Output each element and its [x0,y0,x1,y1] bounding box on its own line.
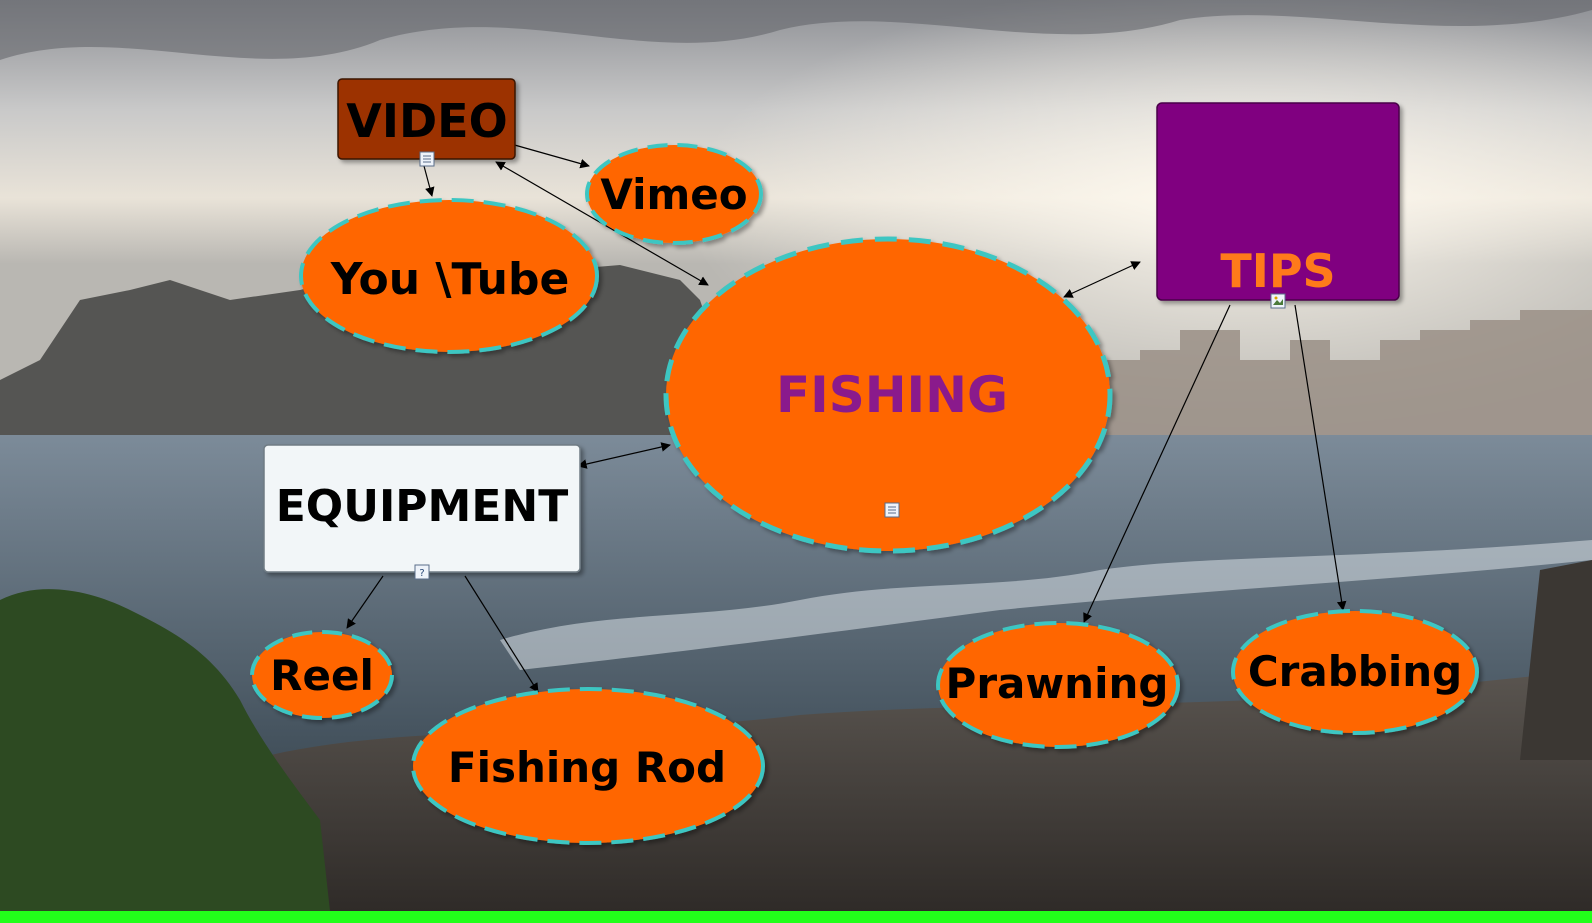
help-icon[interactable]: ? [414,564,430,580]
node-youtube-shape[interactable] [299,198,599,354]
node-video[interactable]: VIDEO [337,78,516,167]
node-vimeo-shape[interactable] [585,143,763,245]
node-tips-label: TIPS [1220,244,1335,298]
rocks [0,670,1592,911]
edge-tips-crabbing[interactable] [1294,304,1347,611]
note-icon[interactable] [884,502,900,518]
node-crabbing[interactable]: Crabbing [1231,609,1479,735]
node-tips[interactable]: TIPS [1156,102,1400,309]
node-reel[interactable]: Reel [250,630,394,720]
node-fishing[interactable]: FISHING [663,236,1113,554]
node-prawning[interactable]: Prawning [936,621,1180,749]
edge-fishing-tips[interactable] [1063,261,1141,298]
connectors [346,143,1347,693]
edge-video-youtube[interactable] [423,165,435,197]
node-equipment-label: EQUIPMENT [276,481,569,532]
node-prawning-shape[interactable] [936,621,1180,749]
node-vimeo[interactable]: Vimeo [585,143,763,245]
node-youtube-label: You \Tube [330,254,570,305]
svg-text:?: ? [419,568,424,579]
node-vimeo-label: Vimeo [600,170,747,219]
node-fishing-label: FISHING [776,366,1008,424]
clouds [0,0,1592,60]
note-icon[interactable] [419,151,435,167]
node-crabbing-label: Crabbing [1248,647,1462,696]
node-fishing-shape[interactable] [663,236,1113,554]
bottom-bar [0,911,1592,923]
waves [500,540,1592,670]
node-reel-shape[interactable] [250,630,394,720]
edge-equipment-rod[interactable] [464,575,539,693]
buildings [1100,310,1592,440]
edge-tips-prawning[interactable] [1083,304,1231,623]
node-prawning-label: Prawning [946,659,1169,708]
node-video-label: VIDEO [346,94,507,148]
image-icon[interactable] [1270,293,1286,309]
node-fishing-rod[interactable]: Fishing Rod [411,687,765,845]
edge-video-vimeo[interactable] [510,143,590,169]
rock-right [1520,560,1592,760]
node-youtube[interactable]: You \Tube [299,198,599,354]
node-fishing-rod-shape[interactable] [411,687,765,845]
edge-equipment-reel[interactable] [346,575,384,629]
node-crabbing-shape[interactable] [1231,609,1479,735]
node-equipment[interactable]: EQUIPMENT ? [263,444,581,580]
node-fishing-rod-label: Fishing Rod [448,743,726,792]
node-reel-label: Reel [270,651,374,700]
bushes [0,589,330,911]
edge-fishing-equipment[interactable] [577,442,671,469]
